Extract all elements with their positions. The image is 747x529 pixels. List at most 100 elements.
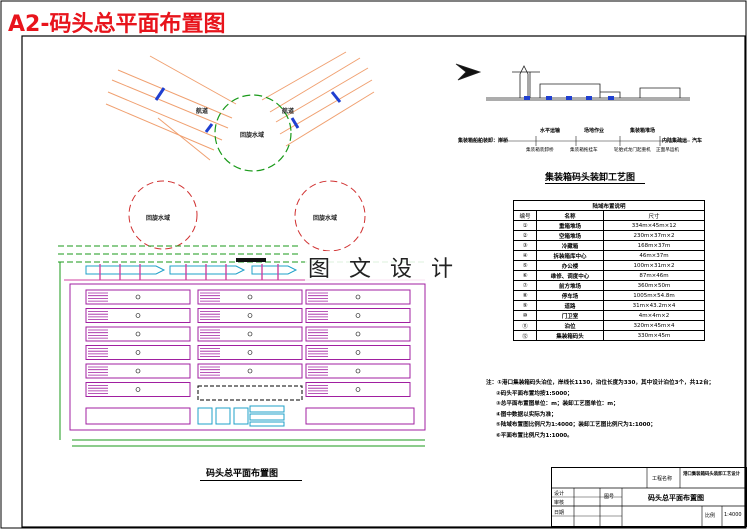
table-cell: 门卫室 — [536, 310, 604, 321]
table-cell: ⑨ — [513, 300, 537, 311]
table-caption: 陆域布置说明 — [513, 200, 705, 211]
process-equipment: 轮胎式龙门起重机 — [614, 148, 651, 153]
process-step: 汽车 — [692, 138, 703, 144]
table-cell: ⑦ — [513, 280, 537, 291]
note-line: 注：①港口集装箱码头泊位，岸线长1130，泊位长度为330，其中设计泊位3个，共… — [486, 380, 715, 386]
yard-blocks — [85, 289, 411, 397]
yard-number-marker — [355, 350, 361, 355]
yard-block — [85, 382, 191, 397]
gate-house — [215, 407, 231, 425]
project-name: 港口集装箱码头装卸工艺设计 — [683, 472, 741, 477]
channel-marker — [204, 123, 214, 133]
table-cell: 空箱堆场 — [536, 230, 604, 241]
basin-right-circle — [294, 180, 366, 252]
table-cell: ④ — [513, 250, 537, 261]
table-cell: 冷藏箱 — [536, 240, 604, 251]
table-cell: ⑩ — [513, 310, 537, 321]
designer-label: 设计 — [554, 491, 565, 497]
yard-block — [85, 345, 191, 360]
channel-marker — [154, 87, 166, 101]
yard-number-marker — [247, 313, 253, 318]
yard-block — [197, 345, 303, 360]
process-title: 集装箱码头装卸工艺图 — [545, 173, 636, 183]
channel-label-b: 航道 — [282, 108, 295, 115]
table-cell: 330m×45m — [603, 330, 705, 341]
channel-marker — [330, 91, 342, 103]
table-cell: 前方堆场 — [536, 280, 604, 291]
process-flow — [500, 136, 690, 146]
table-cell: 泊位 — [536, 320, 604, 331]
channel-right — [261, 51, 375, 147]
table-cell: 46m×37m — [603, 250, 705, 261]
yard-number-marker — [247, 294, 253, 300]
yard-block — [85, 326, 191, 342]
land-area-outline — [69, 283, 426, 431]
table-cell: ⑤ — [513, 260, 537, 271]
basin-left-circle — [128, 180, 198, 250]
yard-number-marker — [355, 368, 361, 374]
turning-basin-circle — [214, 94, 292, 172]
plan-title: 码头总平面布置图 — [206, 469, 279, 479]
watermark: 图 文 设 计 — [305, 251, 462, 283]
yard-number-marker — [135, 387, 141, 392]
basin-right-label: 回旋水域 — [313, 215, 338, 222]
table-cell: ② — [513, 230, 537, 241]
gate-house — [233, 407, 249, 425]
process-equipment: 正面吊运机 — [656, 148, 679, 153]
table-cell: 道路 — [536, 300, 604, 311]
table-header: 编号 — [513, 210, 537, 221]
yard-block — [85, 363, 191, 379]
yard-block — [197, 289, 303, 305]
berth-vessels — [85, 265, 298, 275]
table-cell: ⑪ — [513, 320, 537, 331]
channel-label-a: 航道 — [196, 108, 209, 115]
table-cell: 100m×31m×2 — [603, 260, 705, 271]
yard-number-marker — [247, 368, 253, 374]
yard-number-marker — [355, 313, 361, 318]
office-block — [85, 407, 191, 425]
note-line: ⑥平面布置比例尺为1:1000。 — [496, 432, 573, 439]
gate-house — [197, 407, 213, 425]
table-cell: 集装箱码头 — [536, 330, 604, 341]
notes-block: 注：①港口集装箱码头泊位，岸线长1130，泊位长度为330，其中设计泊位3个，共… — [486, 378, 714, 442]
profile-markers — [524, 96, 614, 100]
quay-cranes — [99, 264, 279, 280]
process-equipment: 集装箱拖挂车 — [570, 148, 598, 153]
table-cell: 320m×45m×4 — [603, 320, 705, 331]
note-line: ③总平面布置图单位：m；装卸工艺图单位：m； — [496, 401, 619, 408]
yard-number-marker — [355, 294, 361, 300]
process-step: 内陆集疏运 — [662, 138, 688, 144]
yard-block — [197, 308, 303, 323]
table-cell: 1005m×54.8m — [603, 290, 705, 301]
title-block-grid — [552, 468, 746, 526]
channel-marker — [290, 117, 300, 129]
yard-number-marker — [355, 387, 361, 392]
yard-number-marker — [135, 313, 141, 318]
yard-block — [305, 363, 411, 379]
process-step: 集装箱堆场 — [630, 128, 656, 134]
note-line: ②码头平面布置均按1:5000； — [496, 390, 573, 397]
table-cell: 4m×4m×2 — [603, 310, 705, 321]
date-label: 日期 — [554, 510, 565, 516]
yard-block — [305, 289, 411, 305]
table-header: 尺寸 — [603, 210, 705, 221]
table-cell: 维修、调度中心 — [536, 270, 604, 281]
process-step: 水平运输 — [540, 128, 561, 134]
checker-label: 审核 — [554, 500, 565, 506]
process-profile — [455, 63, 690, 101]
yard-number-marker — [355, 331, 361, 337]
empty-container-yard — [197, 385, 303, 401]
yard-block — [85, 289, 191, 305]
